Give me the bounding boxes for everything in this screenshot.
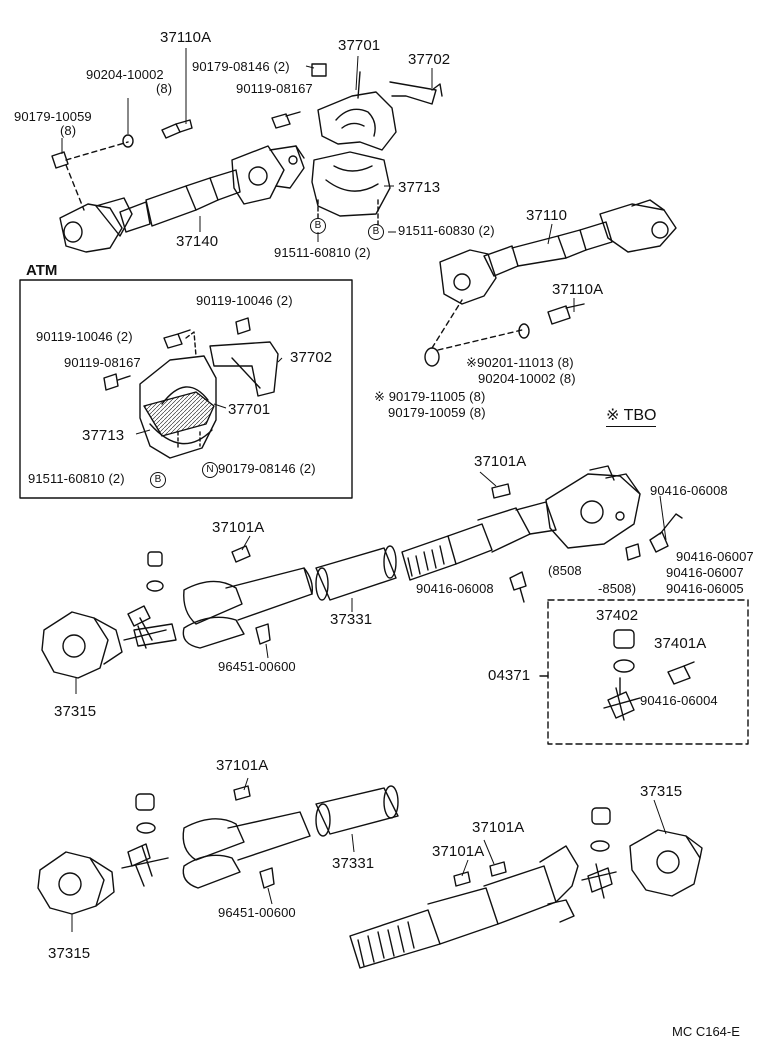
bolts-top-left — [51, 119, 193, 211]
part-label-37701-atm: 37701 — [228, 401, 271, 418]
part-label-90416-06007-a: 90416-06007 — [676, 549, 754, 564]
part-label-37331-mid: 37331 — [330, 611, 373, 628]
sleeve-37331-mid — [315, 545, 397, 601]
part-label-96451-00600-lower: 96451-00600 — [218, 905, 296, 920]
universal-joint-lower — [121, 793, 169, 887]
part-label-37101A-lower-right-a: 37101A — [472, 819, 525, 836]
part-label-90179-08146-atm: 90179-08146 (2) — [218, 461, 316, 476]
marker-b-1: B — [310, 218, 326, 234]
part-label-90179-10059-right: 90179-10059 (8) — [388, 405, 486, 420]
part-label-37101A-lower-right-b: 37101A — [432, 843, 485, 860]
grease-fittings-mid — [509, 513, 683, 603]
part-label-37110: 37110 — [526, 207, 568, 224]
part-label-37101A-mid-right: 37101A — [474, 453, 527, 470]
yoke-shaft-lower — [182, 811, 311, 889]
part-label-8508-b: -8508) — [598, 581, 637, 596]
part-label-90416-06005: 90416-06005 — [666, 581, 744, 596]
part-label-90204-10002-top: 90204-10002 — [86, 67, 164, 82]
part-label-90179-08146-top: 90179-08146 (2) — [192, 59, 290, 74]
atm-inset-frame — [19, 279, 353, 499]
part-label-91511-60830: 91511-60830 (2) — [398, 223, 495, 238]
part-label-37101A-lower-left: 37101A — [216, 757, 269, 774]
part-label-90416-06004: 90416-06004 — [640, 693, 718, 708]
part-label-04371: 04371 — [488, 667, 531, 684]
part-label-37401A: 37401A — [654, 635, 707, 652]
marker-b-2: B — [368, 224, 384, 240]
kit-04371-frame — [547, 599, 749, 745]
universal-joint-mid — [123, 551, 177, 649]
part-label-37701-top: 37701 — [338, 37, 381, 54]
part-label-90119-10046-atm-a: 90119-10046 (2) — [196, 293, 293, 308]
atm-center-bearing — [103, 317, 279, 459]
diagram-code: MC C164-E — [672, 1024, 740, 1039]
part-label-96451-00600-mid: 96451-00600 — [218, 659, 296, 674]
part-label-91511-60810-atm: 91511-60810 (2) — [28, 471, 125, 486]
part-label-91511-60810-top: 91511-60810 (2) — [274, 245, 371, 260]
part-label-37315-lower-right: 37315 — [640, 783, 683, 800]
flange-yoke-37315-lower-right — [629, 829, 703, 897]
part-label-37110A-right: 37110A — [552, 281, 604, 298]
part-label-90416-06008-right: 90416-06008 — [650, 483, 728, 498]
part-label-37140: 37140 — [176, 233, 219, 250]
atm-label: ATM — [26, 262, 58, 279]
center-bearing-37701-top — [271, 63, 443, 151]
part-label-90204-10002-right: 90204-10002 (8) — [478, 371, 576, 386]
part-label-37315-lower-left: 37315 — [48, 945, 91, 962]
kit-04371-parts — [603, 629, 695, 721]
marker-b-3: B — [150, 472, 166, 488]
part-label-90201-11013: ※90201-11013 (8) — [466, 355, 574, 370]
part-label-37713-atm: 37713 — [82, 427, 125, 444]
part-label-90204-10002-top-qty: (8) — [156, 81, 173, 96]
part-label-90179-10059-top-qty: (8) — [60, 123, 77, 138]
part-label-90179-10059-top: 90179-10059 — [14, 109, 92, 124]
rear-shaft-37110 — [424, 199, 677, 367]
part-label-37331-lower: 37331 — [332, 855, 375, 872]
part-label-37315-mid: 37315 — [54, 703, 97, 720]
part-label-90119-08167-atm: 90119-08167 — [64, 355, 141, 370]
universal-joint-lower-right — [581, 807, 617, 899]
splined-shaft-mid — [401, 465, 641, 581]
part-label-37713-top: 37713 — [398, 179, 441, 196]
part-label-37702-atm: 37702 — [290, 349, 333, 366]
sleeve-37331-lower — [315, 785, 399, 837]
part-label-37402: 37402 — [596, 607, 639, 624]
cushion-37713-top — [311, 151, 391, 229]
yoke-shaft-37101 — [182, 567, 314, 649]
part-label-37110A-top: 37110A — [160, 29, 212, 46]
front-shaft-37140 — [59, 145, 305, 253]
flange-yoke-37315-mid — [41, 611, 123, 679]
part-label-37101A-mid-left: 37101A — [212, 519, 265, 536]
part-label-90416-06008-mid: 90416-06008 — [416, 581, 494, 596]
splined-shaft-lower — [349, 845, 579, 969]
part-label-8508-a: (8508 — [548, 563, 582, 578]
flange-yoke-37315-lower — [37, 851, 115, 915]
part-label-90179-11005: ※ 90179-11005 (8) — [374, 389, 486, 404]
part-label-90416-06007-b: 90416-06007 — [666, 565, 744, 580]
tbo-label: ※ TBO — [606, 405, 657, 427]
marker-n-1: N — [202, 462, 218, 478]
part-label-37702-top: 37702 — [408, 51, 451, 68]
part-label-90119-10046-atm-b: 90119-10046 (2) — [36, 329, 133, 344]
part-label-90119-08167-top: 90119-08167 — [236, 81, 313, 96]
